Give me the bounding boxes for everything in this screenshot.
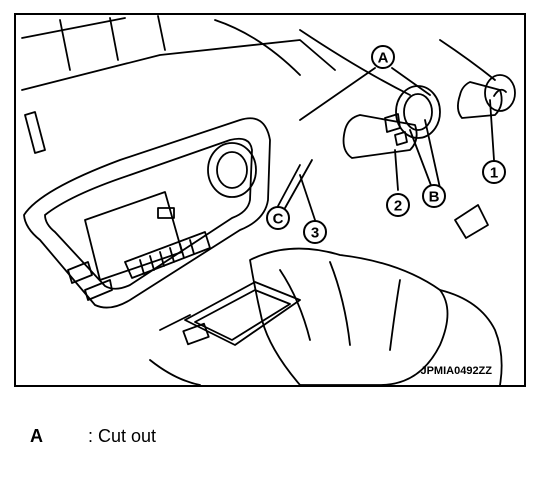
lighter-socket-tab (384, 113, 401, 133)
console-slot-left (67, 261, 93, 284)
lighter-socket-tab-2 (394, 131, 408, 146)
storage-tray-inner (194, 289, 291, 341)
callout-B: B (429, 189, 440, 206)
small-switch (182, 322, 210, 346)
socket-bezel (207, 142, 257, 198)
lighter-plug-body (457, 81, 503, 119)
callout-1: 1 (490, 165, 498, 182)
diagram-frame (14, 13, 526, 387)
socket-bezel-inner (216, 151, 248, 189)
lighter-plug-knob (484, 74, 516, 112)
legend-row: A : Cut out (30, 424, 156, 448)
callout-3-circle (303, 220, 327, 244)
lighter-socket-front-inner (403, 93, 433, 131)
cigarette-lighter-removal-diagram: A B C 1 2 3 JPMIA0492ZZ (14, 13, 526, 387)
dashboard-panel (21, 39, 336, 91)
callout-2: 2 (394, 198, 402, 215)
callout-B-circle (422, 184, 446, 208)
callout-1-circle (482, 160, 506, 184)
lower-console (149, 314, 201, 386)
right-switch (454, 204, 489, 239)
figure-code: JPMIA0492ZZ (420, 365, 492, 377)
dashboard-vent-lines (59, 15, 166, 71)
vent-grille (124, 231, 211, 279)
legend-text: : Cut out (88, 425, 157, 446)
console-slot-bottom (84, 279, 113, 301)
leader-1 (489, 99, 495, 161)
callout-3: 3 (311, 225, 319, 242)
leader-A (299, 67, 431, 121)
callout-C: C (273, 211, 284, 228)
display-button (157, 207, 175, 219)
leader-B (409, 119, 441, 189)
callout-A-circle (371, 45, 395, 69)
console-panel-inner (44, 137, 253, 290)
console-right-edge (439, 289, 503, 386)
dashboard-ridge (214, 19, 301, 76)
dashboard-curve-right (299, 29, 496, 96)
dashboard-slot (24, 111, 46, 154)
callout-C-circle (266, 206, 290, 230)
shift-boot (249, 247, 449, 386)
console-panel (23, 117, 271, 309)
dashboard-upper-line (21, 17, 126, 39)
lighter-plug-symbol (493, 88, 507, 97)
callout-2-circle (386, 193, 410, 217)
leader-3 (299, 174, 316, 221)
callout-A: A (378, 50, 389, 67)
leader-C (277, 159, 313, 209)
leader-2 (394, 149, 399, 191)
storage-tray (184, 281, 301, 346)
legend-key: A (30, 425, 43, 446)
